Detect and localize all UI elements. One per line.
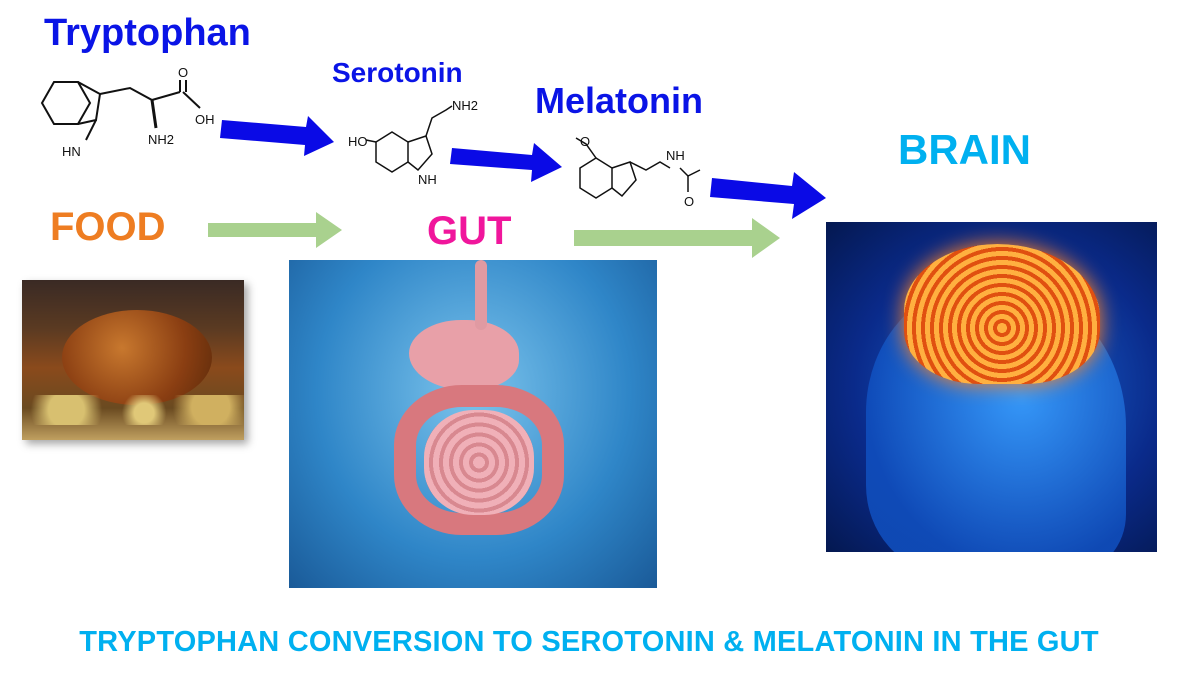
melatonin-label: Melatonin [535,80,703,121]
brain-illustration [826,222,1157,552]
tryptophan-hn: HN [62,144,81,159]
blue-arrow-melatonin-to-brain [710,172,826,219]
tryptophan-oh: OH [195,112,215,127]
tryptophan-nh2: NH2 [148,132,174,147]
blue-arrow-serotonin-to-melatonin [450,143,562,182]
serotonin-nh2: NH2 [452,98,478,113]
food-label: FOOD [50,205,166,249]
pathway-diagram: O OH NH2 HN HO NH2 NH O NH O [40,65,826,258]
melatonin-o2: O [684,194,694,209]
tryptophan-o: O [178,65,188,80]
melatonin-structure [575,137,701,199]
tryptophan-structure [40,80,201,141]
green-arrow-gut-to-brain [574,218,780,258]
blue-arrow-tryptophan-to-serotonin [220,116,334,156]
serotonin-ho: HO [348,134,368,149]
melatonin-nh: NH [666,148,685,163]
serotonin-nh: NH [418,172,437,187]
gut-label: GUT [427,209,512,253]
brain-label: BRAIN [898,126,1031,173]
green-arrow-food-to-gut [208,212,342,248]
melatonin-o: O [580,134,590,149]
food-photo-roast-turkey [22,280,244,440]
serotonin-label: Serotonin [332,57,463,88]
gut-illustration [289,260,657,588]
tryptophan-label: Tryptophan [44,12,251,54]
serotonin-structure [365,105,453,173]
caption: TRYPTOPHAN CONVERSION TO SEROTONIN & MEL… [79,626,1099,658]
